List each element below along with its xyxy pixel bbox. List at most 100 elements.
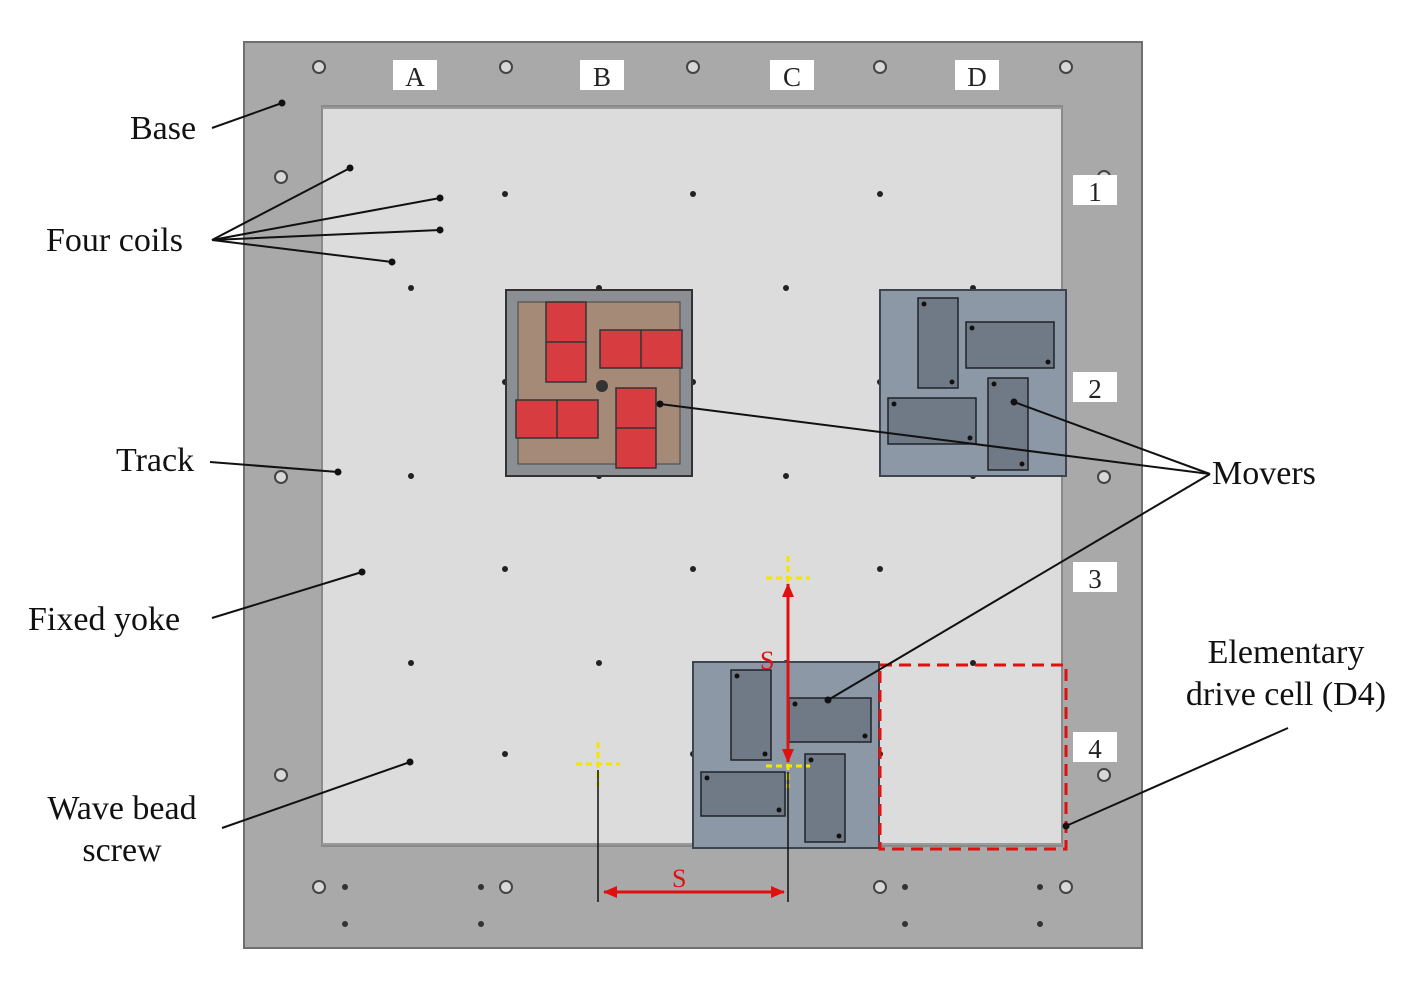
leader-track (209, 461, 339, 473)
leader-mover-gray-d2 (1013, 401, 1211, 475)
mover-bolt (969, 325, 975, 331)
leader-mover-red (659, 403, 1211, 475)
column-tag-d: D (955, 60, 999, 92)
highlight-d4 (878, 663, 1068, 851)
mounting-hole (1097, 470, 1111, 484)
mounting-hole (312, 60, 326, 74)
column-tag-c: C (770, 60, 814, 92)
mover-bolt (836, 833, 842, 839)
mounting-hole (499, 60, 513, 74)
leader-mover-gray-d2-dot (1010, 398, 1018, 406)
mover-bolt (1019, 461, 1025, 467)
leader-fixed-yoke-dot (358, 568, 366, 576)
leader-elementary-cell (1065, 727, 1289, 827)
dimension-label-vertical: S (760, 646, 775, 675)
track-dot (502, 566, 508, 572)
mover-bolt (991, 381, 997, 387)
track-dot (408, 473, 414, 479)
mover-block (700, 771, 786, 817)
label-fixed-yoke: Fixed yoke (28, 601, 181, 638)
mover-block (804, 753, 846, 843)
screw-dot (902, 884, 908, 890)
row-tag-4: 4 (1073, 732, 1117, 764)
mover-block (788, 697, 872, 743)
mover-bolt (762, 751, 768, 757)
track-dot (783, 473, 789, 479)
mounting-hole (274, 170, 288, 184)
mover-gray-d2-frame (879, 289, 1067, 477)
label-base: Base (130, 110, 197, 147)
leader-base-dot (278, 99, 286, 107)
label-wave-bead: Wave bead screw (32, 792, 212, 868)
leader-elementary-cell-dot (1062, 822, 1070, 830)
position-marker (576, 742, 620, 786)
mover-block (730, 669, 772, 761)
label-four-coils: Four coils (46, 222, 183, 259)
dimension-label-horizontal: S (672, 864, 687, 893)
mover-bolt (949, 379, 955, 385)
leader-mover-gray-c4 (827, 473, 1211, 701)
leader-mover-gray-c4-dot (824, 696, 832, 704)
mover-block (887, 397, 977, 445)
mover-block (965, 321, 1055, 369)
track-dot (502, 751, 508, 757)
mover-bolt (776, 807, 782, 813)
label-track: Track (116, 442, 195, 479)
leader-base (211, 102, 283, 129)
leader-coil-1-dot (346, 164, 354, 172)
row-tag-1: 1 (1073, 175, 1117, 207)
mover-bolt (808, 757, 814, 763)
label-cell-line1: Elementary (1207, 634, 1365, 671)
leader-coil-3-dot (436, 226, 444, 234)
mounting-hole (274, 768, 288, 782)
label-wave-bead-line1: Wave bead (47, 790, 197, 827)
mounting-hole (873, 60, 887, 74)
position-marker (766, 556, 810, 600)
mounting-hole (1097, 768, 1111, 782)
mover-gray-d2 (879, 289, 1067, 477)
leader-wave-bead (221, 761, 411, 829)
leader-coil-2-dot (436, 194, 444, 202)
screw-dot (478, 884, 484, 890)
label-movers: Movers (1212, 455, 1316, 492)
leader-coil-4 (211, 239, 393, 263)
row-tag-3: 3 (1073, 562, 1117, 594)
track-dot (408, 660, 414, 666)
track-dot (970, 660, 976, 666)
movers (505, 289, 1067, 849)
column-tag-b: B (580, 60, 624, 92)
mover-bolt (862, 733, 868, 739)
mover-gray-c4 (692, 661, 880, 849)
row-tag-2: 2 (1073, 372, 1117, 404)
track-dot (690, 191, 696, 197)
leader-coil-1 (211, 167, 351, 241)
mover-bolt (704, 775, 710, 781)
leader-fixed-yoke (211, 571, 363, 619)
annotations (209, 99, 1289, 902)
mounting-hole (873, 880, 887, 894)
column-tag-a: A (393, 60, 437, 92)
track-dot (877, 566, 883, 572)
track-dot (408, 285, 414, 291)
mounting-hole (686, 60, 700, 74)
leader-track-dot (334, 468, 342, 476)
screw-dot (478, 921, 484, 927)
leader-wave-bead-dot (406, 758, 414, 766)
leader-mover-red-dot (656, 400, 664, 408)
mounting-hole (312, 880, 326, 894)
mover-bolt (891, 401, 897, 407)
leader-coil-4-dot (388, 258, 396, 266)
screw-dot (342, 884, 348, 890)
screw-dot (342, 921, 348, 927)
mover-bolt (967, 435, 973, 441)
screw-dot (1037, 921, 1043, 927)
track-dot (596, 660, 602, 666)
label-wave-bead-line2: screw (82, 832, 162, 869)
mover-bolt (921, 301, 927, 307)
mover-center (596, 380, 608, 392)
mover-bolt (1045, 359, 1051, 365)
screw-dot (1037, 884, 1043, 890)
track-dot (502, 191, 508, 197)
